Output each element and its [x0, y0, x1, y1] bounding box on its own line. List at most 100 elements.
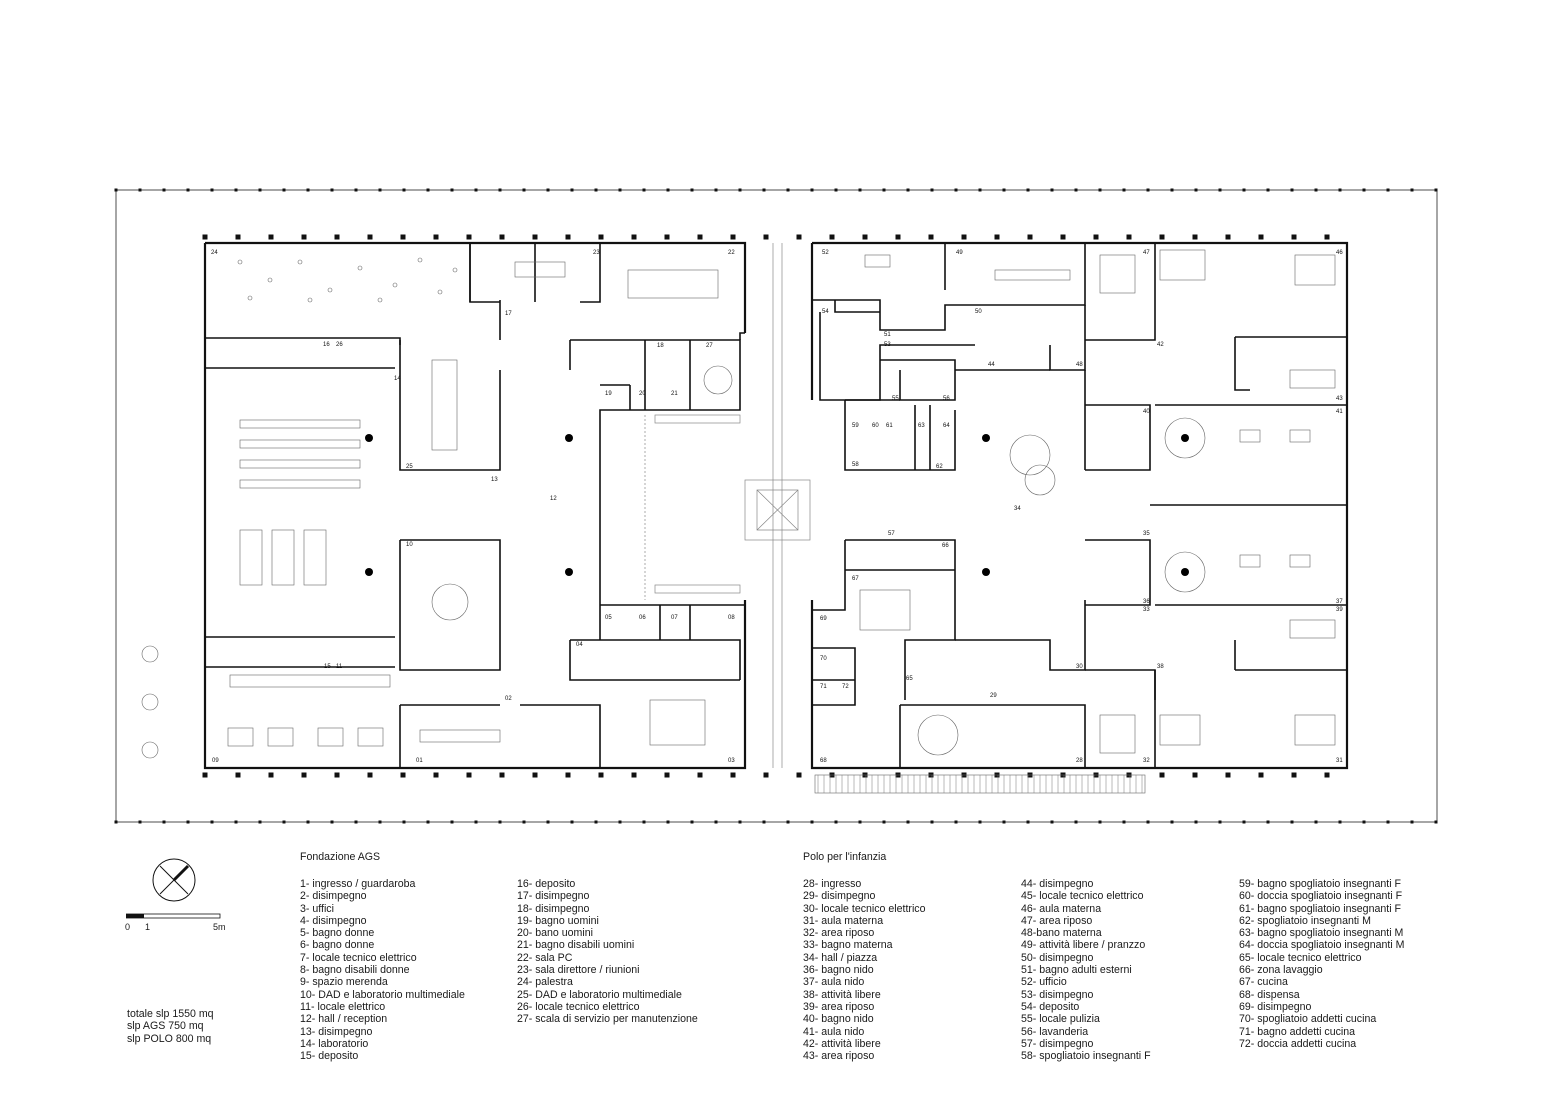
canopy-post — [810, 820, 814, 824]
canopy-post — [594, 188, 598, 192]
facade-post — [1258, 772, 1264, 778]
legend-item: 3- uffici — [300, 902, 334, 915]
legend-item: 52- ufficio — [1021, 976, 1067, 989]
legend-item: 55- locale pulizia — [1021, 1013, 1100, 1026]
canopy-post — [306, 820, 310, 824]
room-number-label: 48 — [1076, 362, 1083, 368]
canopy-post — [906, 188, 910, 192]
facade-post — [433, 772, 439, 778]
room-number-label: 17 — [505, 311, 512, 317]
facade-post — [1225, 234, 1231, 240]
facade-post — [697, 772, 703, 778]
legend-item: 20- bano uomini — [517, 927, 593, 940]
facade-post — [763, 772, 769, 778]
canopy-post — [858, 188, 862, 192]
room-number-label: 23 — [593, 250, 600, 256]
legend-item: 27- scala di servizio per manutenzione — [517, 1013, 698, 1026]
canopy-post — [1194, 820, 1198, 824]
facade-post — [367, 234, 373, 240]
facade-post — [631, 772, 637, 778]
canopy-post — [258, 188, 262, 192]
facade-post — [334, 772, 340, 778]
legend-item: 63- bagno spogliatoio insegnanti M — [1239, 927, 1404, 940]
canopy-post — [1434, 820, 1438, 824]
facade-post — [862, 234, 868, 240]
room-number-label: 04 — [576, 642, 583, 648]
total-line: slp AGS 750 mq — [127, 1020, 204, 1033]
facade-post — [334, 234, 340, 240]
canopy-post — [1002, 820, 1006, 824]
room-number-label: 47 — [1143, 250, 1150, 256]
canopy-post — [954, 188, 958, 192]
facade-post — [1324, 234, 1330, 240]
room-number-label: 61 — [886, 423, 893, 429]
canopy-post — [186, 820, 190, 824]
canopy-post — [1410, 188, 1414, 192]
furniture — [141, 249, 1336, 794]
canopy-post — [1290, 820, 1294, 824]
legend-item: 25- DAD e laboratorio multimediale — [517, 988, 682, 1001]
legend-item: 21- bagno disabili uomini — [517, 939, 635, 952]
canopy-post — [1266, 820, 1270, 824]
canopy-post — [498, 188, 502, 192]
facade-post — [532, 772, 538, 778]
total-line: slp POLO 800 mq — [127, 1032, 212, 1045]
facade-post — [796, 772, 802, 778]
room-number-label: 70 — [820, 656, 827, 662]
legend-item: 39- area riposo — [803, 1000, 875, 1013]
canopy-post — [1386, 820, 1390, 824]
legend-item: 56- lavanderia — [1021, 1025, 1089, 1038]
legend-item: 1- ingresso / guardaroba — [300, 878, 416, 890]
legend-item: 64- doccia spogliatoio insegnanti M — [1239, 939, 1405, 952]
exterior-walls — [203, 241, 1349, 770]
canopy-post — [1098, 188, 1102, 192]
canopy-post — [906, 820, 910, 824]
canopy-post — [1266, 188, 1270, 192]
legend-item: 33- bagno materna — [803, 939, 893, 952]
canopy-post — [1338, 820, 1342, 824]
canopy-post — [1386, 188, 1390, 192]
legend-item: 30- locale tecnico elettrico — [803, 902, 926, 915]
legend-item: 41- aula nido — [803, 1025, 865, 1038]
canopy-posts — [114, 188, 1438, 824]
legend-item: 71- bagno addetti cucina — [1239, 1025, 1356, 1038]
legend-item: 18- disimpegno — [517, 902, 590, 915]
canopy-post — [570, 820, 574, 824]
structural-columns — [365, 434, 1189, 576]
facade-post — [1126, 234, 1132, 240]
canopy-post — [330, 820, 334, 824]
room-number-label: 66 — [942, 543, 949, 549]
canopy-post — [306, 188, 310, 192]
facade-post — [499, 234, 505, 240]
legend-item: 4- disimpegno — [300, 914, 367, 927]
canopy-post — [714, 820, 718, 824]
room-number-label: 44 — [988, 362, 995, 368]
room-number-label: 37 — [1336, 599, 1343, 605]
canopy-post — [1098, 820, 1102, 824]
canopy-post — [1194, 188, 1198, 192]
facade-post — [763, 234, 769, 240]
room-number-label: 26 — [336, 342, 343, 348]
canopy-post — [1410, 820, 1414, 824]
canopy-post — [210, 188, 214, 192]
room-number-label: 29 — [990, 693, 997, 699]
legend-item: 50- disimpegno — [1021, 951, 1094, 964]
canopy-post — [1314, 820, 1318, 824]
canopy-post — [546, 820, 550, 824]
room-number-label: 13 — [491, 477, 498, 483]
facade-post — [829, 234, 835, 240]
legend-item: 44- disimpegno — [1021, 878, 1094, 890]
room-number-label: 19 — [605, 391, 612, 397]
facade-post — [1192, 234, 1198, 240]
legend-item: 51- bagno adulti esterni — [1021, 964, 1132, 977]
room-number-label: 49 — [956, 250, 963, 256]
total-line: totale slp 1550 mq — [127, 1008, 214, 1020]
room-number-label: 43 — [1336, 396, 1343, 402]
canopy-post — [498, 820, 502, 824]
legend-item: 53- disimpegno — [1021, 988, 1094, 1001]
legend-item: 62- spogliatoio insegnanti M — [1239, 914, 1371, 927]
